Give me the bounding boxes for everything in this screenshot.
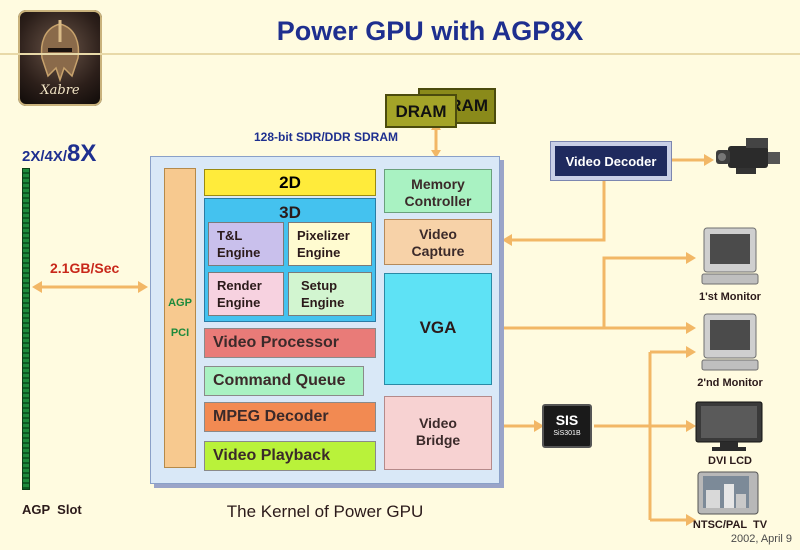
command-queue-label: Command Queue (213, 372, 346, 389)
monitor-2-icon (701, 313, 759, 371)
tl-engine-line1: T&L (217, 228, 243, 243)
setup-engine: Setup Engine (288, 272, 372, 316)
camcorder-icon (716, 138, 780, 174)
video-capture-block: Video Capture (384, 219, 492, 265)
dram-chip-front: DRAM (385, 94, 457, 128)
pixelizer-engine-line2: Engine (297, 245, 341, 260)
memory-controller-line1: Memory (411, 176, 465, 192)
video-bridge-line2: Bridge (415, 432, 461, 448)
date-label: 2002, April 9 (730, 533, 792, 545)
capture-arrow (508, 180, 606, 242)
logo-text: Xabre (40, 83, 80, 98)
video-decoder-label: Video Decoder (565, 153, 657, 169)
video-processor-block: Video Processor (204, 328, 376, 358)
tl-engine: T&L Engine (208, 222, 284, 266)
bus-label-agp: AGP (168, 297, 192, 309)
render-engine-line1: Render (217, 278, 262, 293)
video-playback-block: Video Playback (204, 441, 376, 471)
video-decoder-inner: Video Decoder (555, 146, 667, 176)
page-title: Power GPU with AGP8X (276, 16, 584, 46)
block-2d: 2D (204, 169, 376, 196)
output-label-tv: NTSC/PAL TV (692, 519, 768, 531)
setup-engine-line1: Setup (301, 278, 338, 293)
block-2d-label: 2D (279, 173, 301, 192)
video-playback-label: Video Playback (213, 447, 331, 464)
helmet-icon (40, 20, 80, 83)
pixelizer-engine: Pixelizer Engine (288, 222, 372, 266)
vga-block: VGA (384, 273, 492, 385)
dram-front-label: DRAM (395, 102, 447, 121)
memory-bus-label: 128-bit SDR/DDR SDRAM (254, 130, 399, 144)
agp-slot-label: AGP Slot (22, 502, 82, 517)
dvi-lcd-icon (695, 401, 763, 451)
bus-label-pci: PCI (170, 327, 190, 339)
pixelizer-engine-line1: Pixelizer (297, 228, 350, 243)
agp-modes-max: 8X (67, 140, 97, 167)
dram-bus-arrowhead-down (431, 150, 441, 158)
title-divider (0, 53, 800, 55)
tv-icon (697, 471, 759, 515)
sis301b-chip: SIS SiS301B (542, 404, 592, 448)
video-capture-line2: Capture (411, 243, 465, 259)
render-engine-line2: Engine (217, 295, 261, 310)
agp-bandwidth: 2.1GB/Sec (50, 260, 120, 276)
xabre-logo: Xabre (18, 10, 102, 106)
vga-label: VGA (419, 318, 457, 337)
setup-engine-line2: Engine (301, 295, 345, 310)
block-3d-label: 3D (279, 203, 301, 222)
output-label-monitor-2: 2'nd Monitor (697, 377, 763, 389)
mpeg-decoder-label: MPEG Decoder (213, 408, 329, 425)
render-engine: Render Engine (208, 272, 284, 316)
command-queue-block: Command Queue (204, 366, 364, 396)
video-bridge-line1: Video (419, 415, 457, 431)
chip-brand: SIS (555, 412, 579, 428)
monitor-1-icon (701, 227, 759, 285)
output-label-dvi-lcd: DVI LCD (708, 455, 752, 467)
memory-controller-block: Memory Controller (384, 169, 492, 213)
agp-modes: 2X/4X/8X (22, 140, 96, 168)
video-decoder-box: Video Decoder (550, 141, 672, 181)
video-bridge-block: Video Bridge (384, 396, 492, 470)
video-processor-label: Video Processor (213, 334, 339, 351)
agp-pci-bus (164, 168, 196, 468)
agp-slot-bar (22, 168, 30, 490)
mpeg-decoder-block: MPEG Decoder (204, 402, 376, 432)
vga-monitor1-arrow (500, 256, 690, 330)
agp-modes-prefix: 2X/4X/ (22, 148, 68, 165)
chip-model: SiS301B (553, 430, 581, 437)
tl-engine-line2: Engine (217, 245, 261, 260)
output-label-monitor-1: 1'st Monitor (699, 291, 761, 303)
kernel-caption: The Kernel of Power GPU (226, 502, 424, 521)
memory-controller-line2: Controller (404, 193, 472, 209)
video-capture-line1: Video (419, 226, 457, 242)
